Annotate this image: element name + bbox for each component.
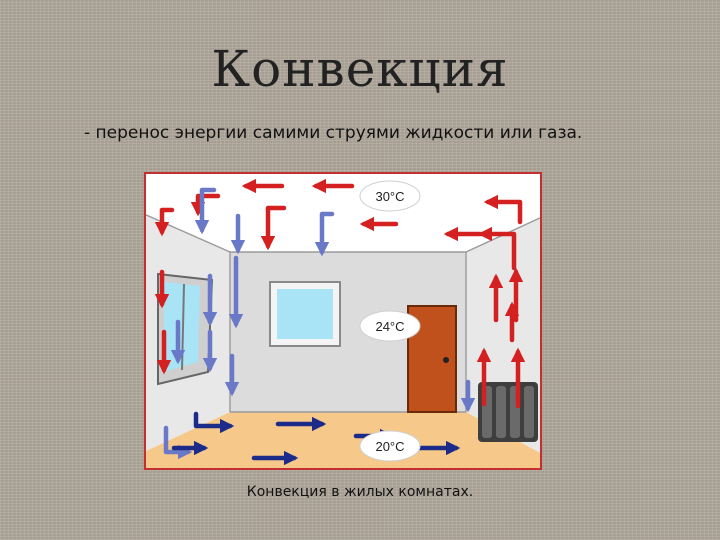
cool-arrow: [314, 211, 335, 257]
convection-room-illustration: 30°C 24°C 20°C: [143, 172, 543, 470]
temperature-middle: 24°C: [359, 310, 421, 342]
warm-air-arrows: [154, 178, 526, 409]
cool-arrow: [194, 187, 217, 235]
cool-arrow: [163, 425, 193, 460]
warm-arrow: [483, 194, 523, 225]
floor-air-arrows: [171, 411, 461, 466]
warm-arrow: [190, 193, 221, 217]
svg-text:24°C: 24°C: [375, 319, 404, 334]
warm-arrow: [154, 207, 175, 237]
warm-arrow: [260, 205, 287, 251]
warm-arrow: [477, 226, 517, 271]
temperature-bottom: 20°C: [359, 430, 421, 462]
cool-air-arrows: [163, 187, 476, 460]
radiator: [478, 382, 538, 442]
figure-caption: Конвекция в жилых комнатах.: [246, 484, 474, 500]
svg-text:20°C: 20°C: [375, 439, 404, 454]
svg-text:30°C: 30°C: [375, 189, 404, 204]
definition-text: - перенос энергии самими струями жидкост…: [84, 123, 583, 143]
slide-title: Конвекция: [211, 40, 509, 98]
floor: [144, 412, 542, 470]
floor-arrow: [193, 411, 235, 434]
temperature-top: 30°C: [359, 180, 421, 212]
back-window: [269, 281, 341, 347]
figure-frame: [144, 172, 542, 470]
